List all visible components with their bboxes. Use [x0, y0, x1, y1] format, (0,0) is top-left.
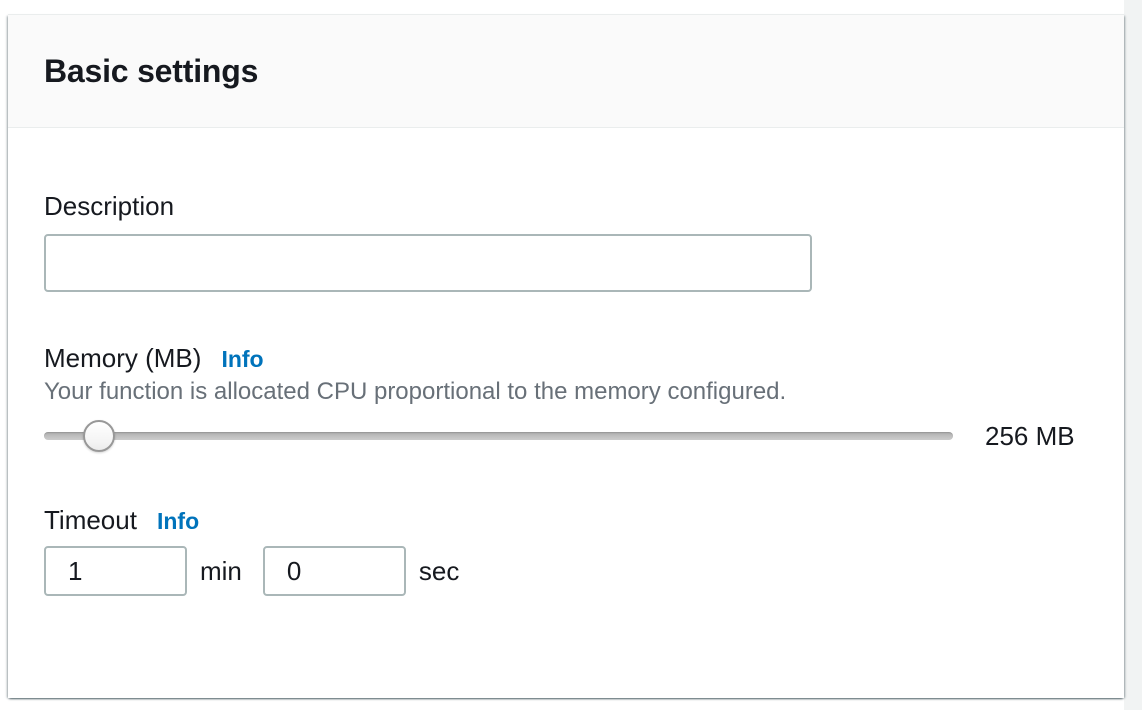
memory-field: Memory (MB) Info Your function is alloca…	[44, 342, 1088, 454]
memory-value-label: 256 MB	[985, 420, 1075, 451]
timeout-sec-unit-label: sec	[418, 555, 460, 586]
description-label: Description	[44, 191, 175, 221]
panel-body: Description Memory (MB) Info Your functi…	[8, 190, 1124, 596]
description-field: Description	[44, 190, 1088, 292]
memory-slider[interactable]	[44, 418, 953, 454]
timeout-min-input[interactable]	[44, 546, 187, 596]
timeout-label: Timeout	[44, 505, 137, 535]
panel-title: Basic settings	[44, 52, 259, 89]
timeout-info-link[interactable]: Info	[156, 508, 200, 534]
memory-info-link[interactable]: Info	[221, 346, 264, 372]
timeout-min-unit-label: min	[200, 555, 242, 586]
memory-slider-track[interactable]	[44, 432, 953, 440]
memory-help-text: Your function is allocated CPU proportio…	[44, 378, 787, 405]
panel-header: Basic settings	[8, 15, 1124, 128]
memory-label: Memory (MB)	[44, 343, 202, 373]
timeout-sec-input[interactable]	[262, 546, 406, 596]
basic-settings-panel: Basic settings Description Memory (MB) I…	[8, 14, 1124, 698]
description-input[interactable]	[44, 234, 812, 292]
timeout-field: Timeout Info min sec	[44, 504, 1088, 596]
page-right-gutter	[1124, 0, 1142, 710]
memory-slider-thumb[interactable]	[82, 420, 115, 452]
